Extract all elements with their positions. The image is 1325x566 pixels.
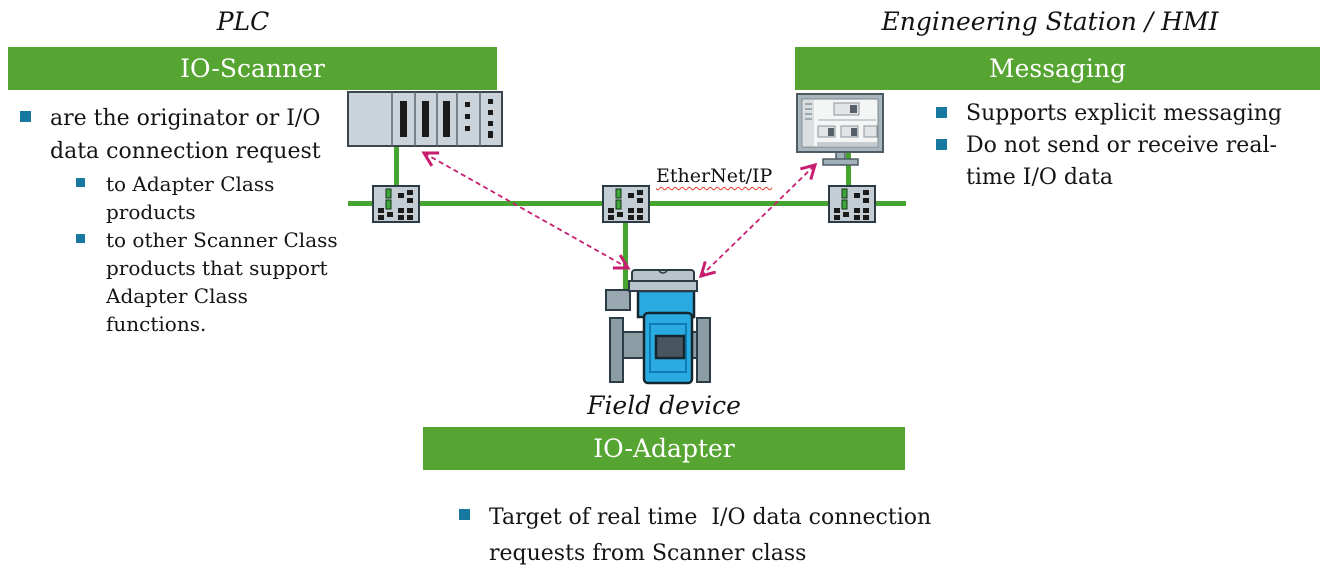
messaging-bullet-1: Supports explicit messaging xyxy=(936,98,1325,130)
square-bullet-icon xyxy=(459,509,470,520)
io-scanner-banner: IO-Scanner xyxy=(8,47,497,90)
scanner-bullet-main-text: are the originator or I/O data connectio… xyxy=(50,106,321,164)
messaging-bullet-2-text: Do not send or receive real-time I/O dat… xyxy=(966,133,1277,190)
engineering-station-monitor-icon xyxy=(796,93,884,167)
field-device-flowmeter-icon xyxy=(604,268,716,388)
engineering-station-title: Engineering Station / HMI xyxy=(881,7,1219,36)
square-bullet-icon xyxy=(936,139,947,150)
scanner-to-device-arrow xyxy=(421,151,631,270)
scanner-sub-bullet-1-text: to Adapter Class products xyxy=(106,172,275,224)
ethernet-switch-icon xyxy=(828,185,876,223)
field-device-title: Field device xyxy=(587,391,741,420)
io-scanner-banner-label: IO-Scanner xyxy=(180,54,325,83)
scanner-sub-bullet-1: to Adapter Class products xyxy=(76,170,356,226)
ethernet-switch-icon xyxy=(602,185,650,223)
square-bullet-icon xyxy=(76,234,85,243)
scanner-bullet-main: are the originator or I/O data connectio… xyxy=(20,102,350,168)
square-bullet-icon xyxy=(20,111,31,122)
scanner-sub-bullet-2: to other Scanner Class products that sup… xyxy=(76,226,356,338)
square-bullet-icon xyxy=(936,107,947,118)
messaging-banner-label: Messaging xyxy=(988,54,1127,83)
io-adapter-banner: IO-Adapter xyxy=(423,427,905,470)
plc-rack-icon xyxy=(347,91,503,147)
messaging-bullet-1-text: Supports explicit messaging xyxy=(966,101,1283,126)
plc-title: PLC xyxy=(216,7,270,36)
scanner-sub-bullet-2-text: to other Scanner Class products that sup… xyxy=(106,228,338,336)
monitor-drop-line xyxy=(846,149,851,203)
messaging-bullet-2: Do not send or receive real-time I/O dat… xyxy=(936,130,1325,194)
ethernet-ip-label: EtherNet/IP xyxy=(656,165,773,187)
messaging-banner: Messaging xyxy=(795,47,1320,90)
square-bullet-icon xyxy=(76,178,85,187)
io-adapter-banner-label: IO-Adapter xyxy=(593,434,735,463)
ethernet-switch-icon xyxy=(372,185,420,223)
plc-drop-line xyxy=(394,146,399,203)
adapter-bullet: Target of real time I/O data connection … xyxy=(459,500,959,566)
adapter-bullet-text: Target of real time I/O data connection … xyxy=(489,505,939,566)
